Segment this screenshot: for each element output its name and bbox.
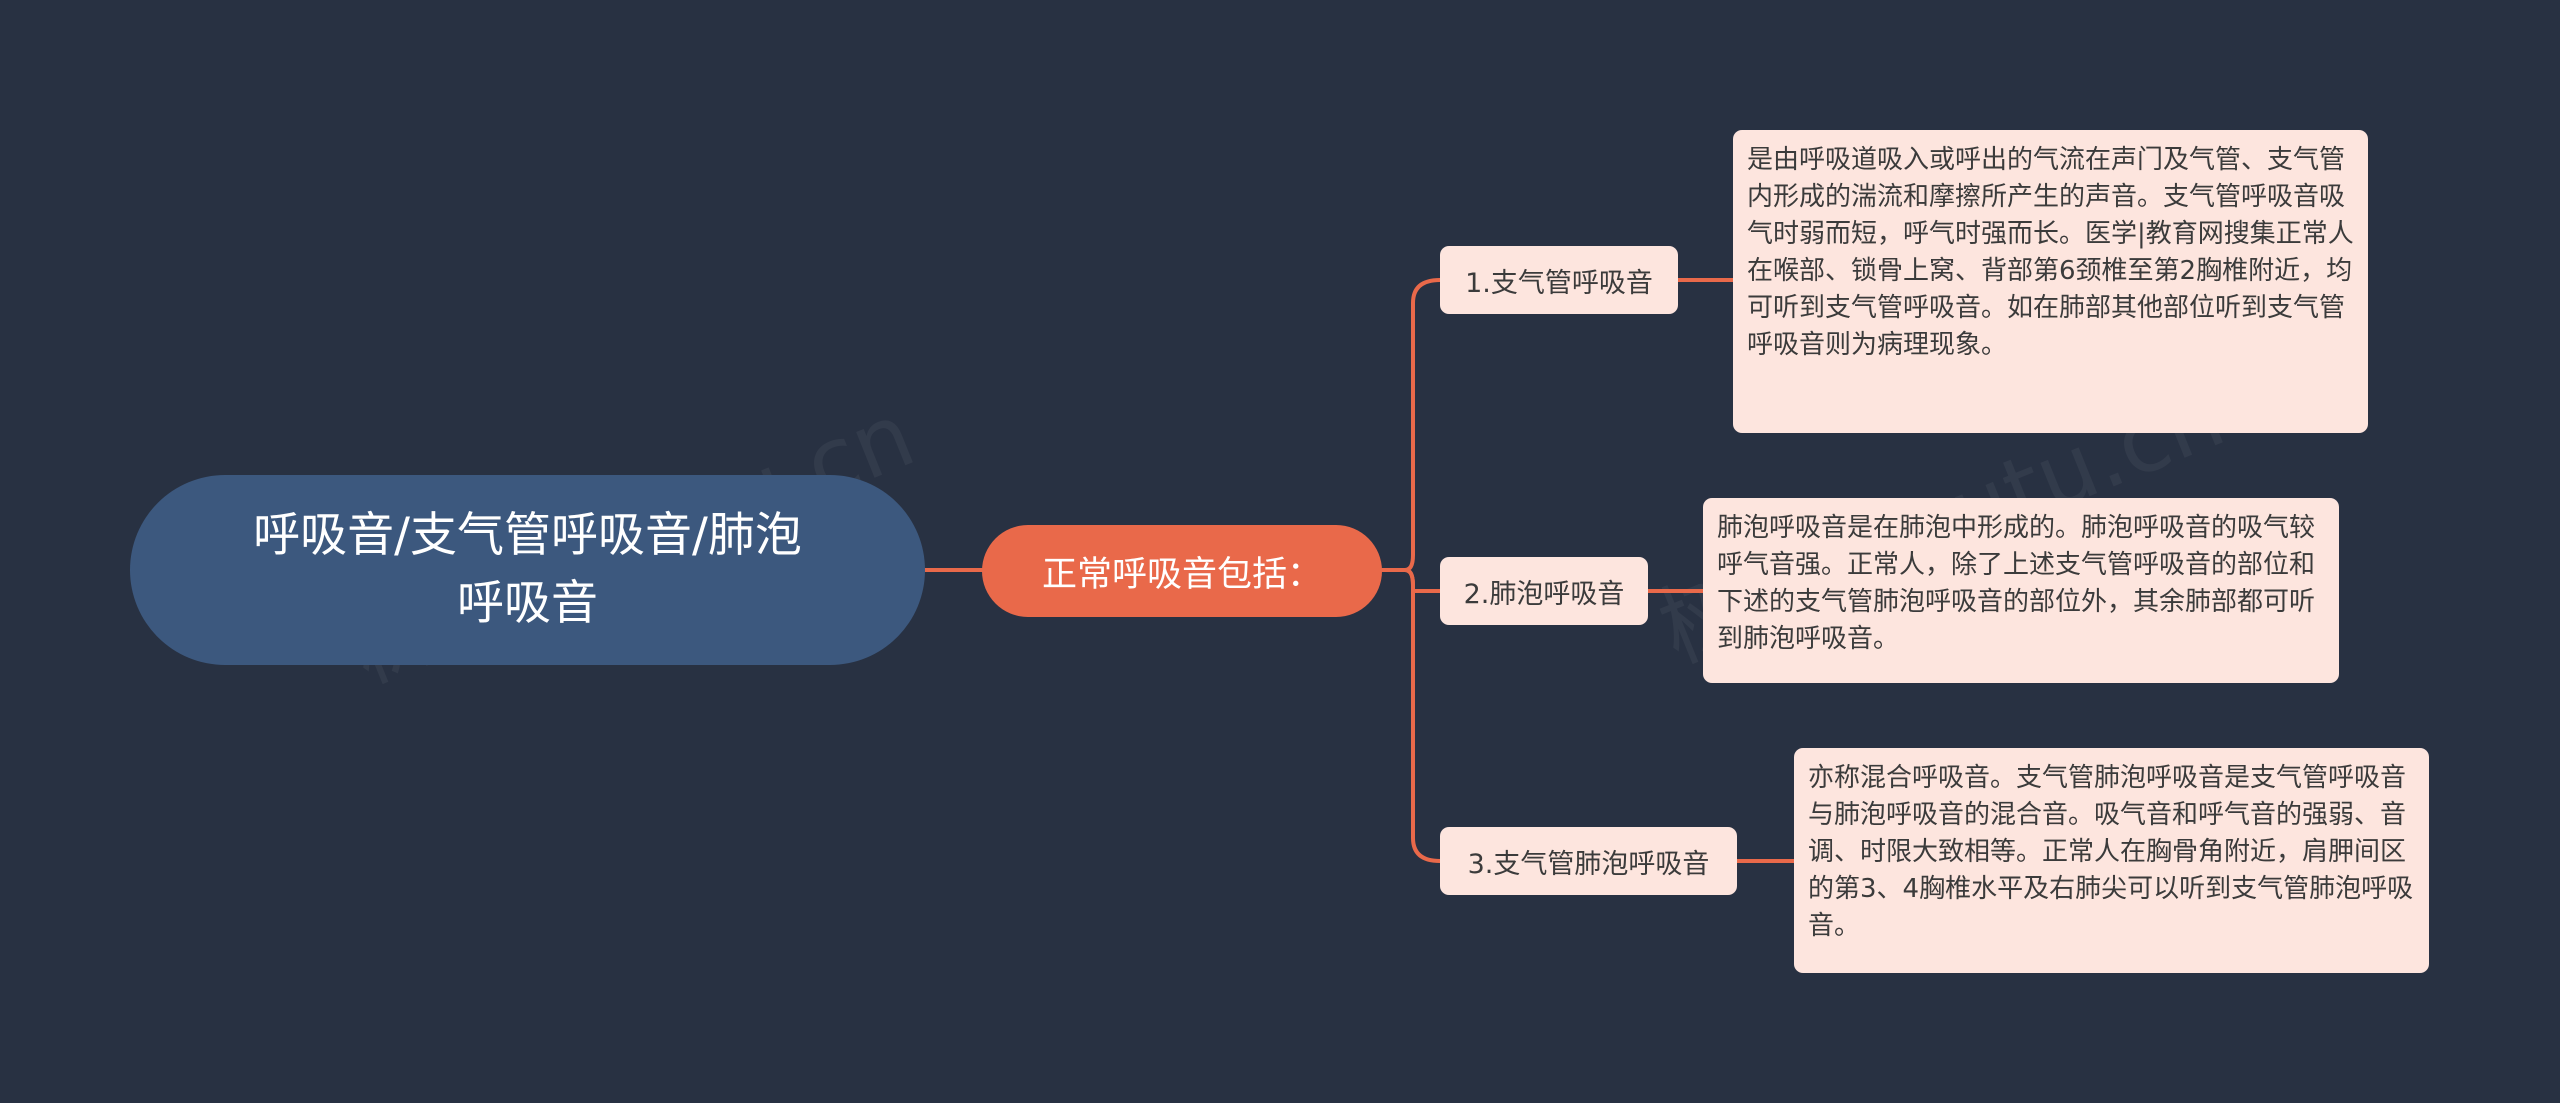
detail-node-bronchial[interactable]: 是由呼吸道吸入或呼出的气流在声门及气管、支气管内形成的湍流和摩擦所产生的声音。支… <box>1733 130 2368 433</box>
detail-node-bronchovesicular[interactable]: 亦称混合呼吸音。支气管肺泡呼吸音是支气管呼吸音与肺泡呼吸音的混合音。吸气音和呼气… <box>1794 748 2429 973</box>
hub-topic-node[interactable]: 正常呼吸音包括： <box>982 525 1382 617</box>
connector-hub-branch-1 <box>1380 278 1442 572</box>
root-topic-node[interactable]: 呼吸音/支气管呼吸音/肺泡呼吸音 <box>130 475 925 665</box>
detail-text: 是由呼吸道吸入或呼出的气流在声门及气管、支气管内形成的湍流和摩擦所产生的声音。支… <box>1747 145 2354 360</box>
branch-label: 2.肺泡呼吸音 <box>1463 578 1625 610</box>
root-topic-label: 呼吸音/支气管呼吸音/肺泡呼吸音 <box>253 508 802 631</box>
branch-label: 1.支气管呼吸音 <box>1465 267 1653 299</box>
detail-text: 肺泡呼吸音是在肺泡中形成的。肺泡呼吸音的吸气较呼气音强。正常人，除了上述支气管呼… <box>1717 513 2316 654</box>
branch-node-bronchovesicular[interactable]: 3.支气管肺泡呼吸音 <box>1440 827 1737 895</box>
hub-topic-label: 正常呼吸音包括： <box>1041 554 1322 595</box>
connector-hub-branch-3 <box>1380 568 1442 863</box>
branch-node-bronchial[interactable]: 1.支气管呼吸音 <box>1440 246 1678 314</box>
branch-node-alveolar[interactable]: 2.肺泡呼吸音 <box>1440 557 1648 625</box>
detail-text: 亦称混合呼吸音。支气管肺泡呼吸音是支气管呼吸音与肺泡呼吸音的混合音。吸气音和呼气… <box>1808 763 2414 941</box>
detail-node-alveolar[interactable]: 肺泡呼吸音是在肺泡中形成的。肺泡呼吸音的吸气较呼气音强。正常人，除了上述支气管呼… <box>1703 498 2339 683</box>
branch-label: 3.支气管肺泡呼吸音 <box>1467 848 1710 880</box>
